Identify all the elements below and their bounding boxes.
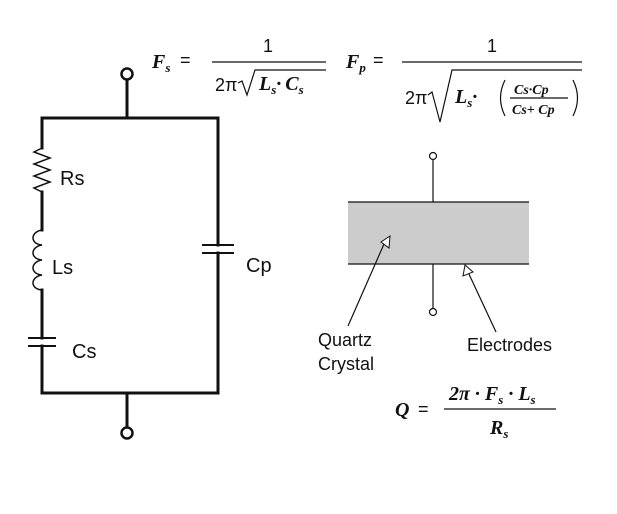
crystal-bottom-terminal <box>428 307 438 317</box>
quartz-arrowhead <box>380 235 391 249</box>
svg-text:Ls·: Ls· <box>454 86 477 110</box>
svg-text:=: = <box>373 50 384 70</box>
equivalent-circuit: Rs Ls Cs Cp <box>28 67 272 440</box>
svg-text:2π: 2π <box>405 88 427 108</box>
svg-text:=: = <box>418 399 429 419</box>
quartz-pointer <box>347 243 385 327</box>
label-quartz-line1: Quartz <box>318 330 372 350</box>
svg-text:1: 1 <box>487 36 497 56</box>
svg-text:Rs: Rs <box>489 417 508 441</box>
label-rs: Rs <box>60 168 84 190</box>
quartz-crystal-plate <box>348 202 529 264</box>
crystal-drawing: Quartz Crystal Electrodes <box>318 151 552 374</box>
svg-text:Q: Q <box>395 399 409 421</box>
inductor-ls <box>32 229 43 291</box>
svg-text:2π · Fs · Ls: 2π · Fs · Ls <box>448 383 536 407</box>
crystal-top-terminal <box>428 151 438 161</box>
electrode-arrowhead <box>462 264 474 277</box>
svg-text:Ls·Cs: Ls·Cs <box>258 73 304 97</box>
label-electrodes: Electrodes <box>467 335 552 355</box>
svg-text:2π: 2π <box>215 75 237 95</box>
sqrt-sign-fp <box>427 69 582 123</box>
electrode-pointer <box>467 271 497 333</box>
svg-text:Cs+ Cp: Cs+ Cp <box>512 103 555 118</box>
sqrt-sign-fs <box>237 69 326 97</box>
top-terminal <box>120 67 134 81</box>
svg-text:Cs·Cp: Cs·Cp <box>514 83 549 98</box>
label-cs: Cs <box>72 341 96 363</box>
label-cp: Cp <box>246 255 272 277</box>
label-quartz-line2: Crystal <box>318 354 374 374</box>
svg-text:Fp: Fp <box>345 51 366 75</box>
svg-text:Fs: Fs <box>151 51 170 75</box>
equation-fs: Fs = 1 2π Ls·Cs <box>151 36 326 97</box>
svg-text:1: 1 <box>263 36 273 56</box>
bottom-terminal <box>120 426 134 440</box>
resistor-rs <box>31 147 53 193</box>
equation-fp: Fp = 1 2π Ls· Cs·Cp Cs+ Cp <box>345 36 582 123</box>
svg-text:=: = <box>180 50 191 70</box>
label-ls: Ls <box>52 257 73 279</box>
equation-q: Q = 2π · Fs · Ls Rs <box>395 383 556 441</box>
